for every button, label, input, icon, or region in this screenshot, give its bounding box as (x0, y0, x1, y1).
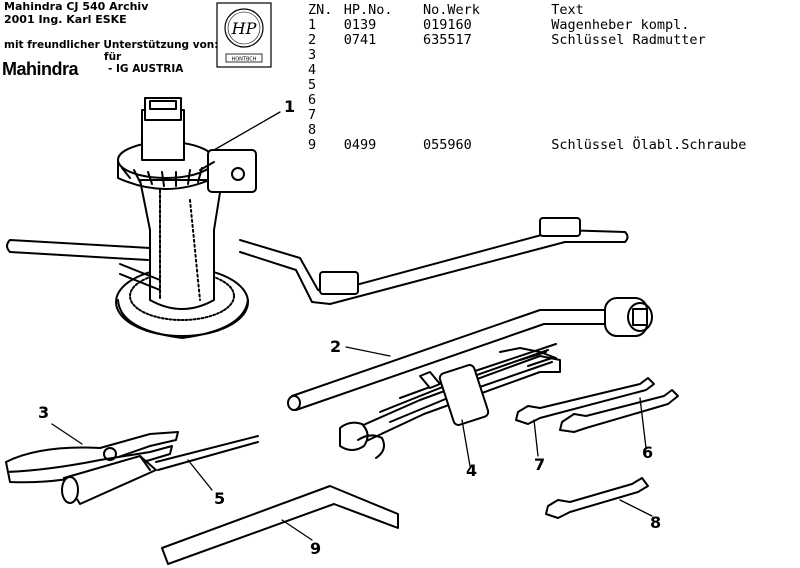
callout-6: 6 (642, 443, 653, 462)
logo-caption: HONTBCH (231, 57, 256, 63)
archive-author: 2001 Ing. Karl ESKE (4, 13, 127, 26)
callout-8: 8 (650, 513, 661, 532)
col-text: Text (551, 2, 584, 18)
parts-table: ZN. HP.No. No.Werk Text 1 0139 019160 Wagen… (308, 3, 800, 153)
brand-logo-text: Mahindra (2, 59, 79, 79)
cell-zn: 2 (308, 32, 317, 48)
callout-1: 1 (284, 97, 295, 116)
table-row: 1 0139 019160 Wagenheber kompl. (308, 18, 800, 33)
cell-werk: 055960 (422, 137, 472, 153)
table-row: 3 (308, 48, 800, 63)
table-row: 9 0499 055960 Schlüssel Ölabl.Schraube (308, 138, 800, 153)
screwdriver-illustration (61, 435, 259, 505)
cell-hp: 0139 (343, 17, 377, 33)
hex-key-illustration (161, 485, 399, 565)
table-header-row: ZN. HP.No. No.Werk Text (308, 3, 800, 18)
wheel-nut-wrench-illustration (287, 297, 653, 411)
spanner-set-illustration (339, 343, 561, 459)
callout-7: 7 (534, 455, 545, 474)
callout-5: 5 (214, 489, 225, 508)
callout-3: 3 (38, 403, 49, 422)
cell-hp: 0741 (343, 32, 377, 48)
support-text: mit freundlicher Unterstützung von: (4, 39, 219, 51)
table-row: 5 (308, 78, 800, 93)
cell-zn: 9 (308, 137, 317, 153)
cell-zn: 6 (308, 92, 317, 108)
archive-credit: Mahindra CJ 540 Archiv 2001 Ing. Karl ES… (4, 0, 148, 26)
cell-werk: 019160 (422, 17, 472, 33)
table-row: 6 (308, 93, 800, 108)
cell-text: Wagenheber kompl. (551, 17, 690, 33)
open-end-wrenches-illustration (515, 377, 679, 433)
table-row: 8 (308, 123, 800, 138)
callout-2: 2 (330, 337, 341, 356)
car-jack-illustration (115, 97, 257, 339)
cell-zn: 4 (308, 62, 317, 78)
cell-hp: 0499 (343, 137, 377, 153)
cell-zn: 8 (308, 122, 317, 138)
brand-subtitle: - IG AUSTRIA (108, 63, 184, 75)
cell-zn: 7 (308, 107, 317, 123)
cell-zn: 3 (308, 47, 317, 63)
hp-seal-logo: HP HONTBCH (216, 2, 272, 68)
jack-handle-illustration (6, 217, 629, 305)
cell-zn: 5 (308, 77, 317, 93)
archive-title: Mahindra CJ 540 Archiv (4, 0, 149, 13)
support-for-text: für (104, 51, 122, 63)
logo-monogram: HP (231, 19, 257, 38)
col-zn: ZN. (308, 2, 333, 18)
col-hp-no: HP.No. (343, 2, 393, 18)
col-no-werk: No.Werk (422, 2, 480, 18)
cell-text: Schlüssel Ölabl.Schraube (551, 137, 747, 153)
table-row: 4 (308, 63, 800, 78)
cell-zn: 1 (308, 17, 317, 33)
cell-werk: 635517 (422, 32, 472, 48)
small-wrench-illustration (545, 477, 649, 519)
leader-lines (51, 111, 653, 541)
callout-9: 9 (310, 539, 321, 558)
table-row: 2 0741 635517 Schlüssel Radmutter (308, 33, 800, 48)
cell-text: Schlüssel Radmutter (551, 32, 706, 48)
callout-4: 4 (466, 461, 477, 480)
pliers-illustration (5, 431, 179, 484)
table-row: 7 (308, 108, 800, 123)
